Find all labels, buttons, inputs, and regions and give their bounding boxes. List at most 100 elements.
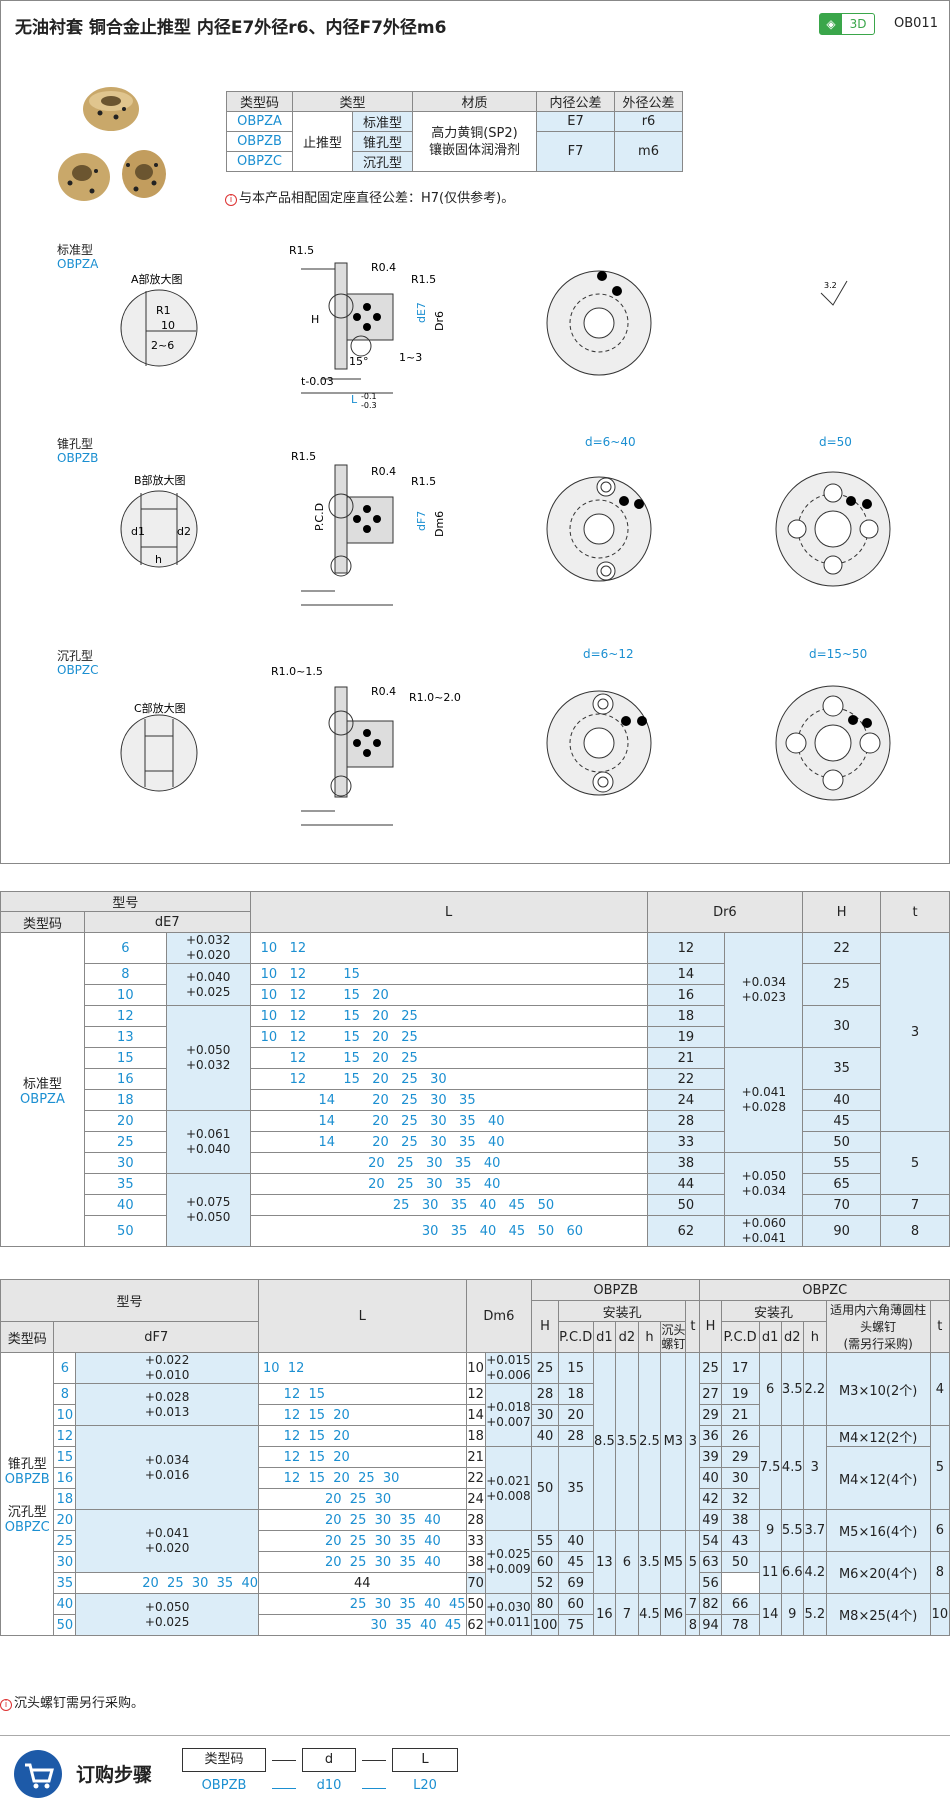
D-value: 28: [465, 1509, 486, 1531]
c-screw: M8×25(4个): [825, 1593, 931, 1636]
d-value: 25: [53, 1530, 77, 1552]
c-H: 39: [699, 1446, 722, 1468]
d-value: 20: [53, 1509, 77, 1531]
d-value: 35: [83, 1173, 167, 1195]
l-values: 20 25 30: [258, 1488, 467, 1510]
c-H: 42: [699, 1488, 722, 1510]
d-value: 12: [53, 1425, 77, 1447]
dim-label: H: [311, 313, 319, 326]
section-code[interactable]: OBPZC: [57, 663, 99, 677]
section-code[interactable]: OBPZB: [57, 451, 99, 465]
d-value: 25: [83, 1131, 167, 1153]
c-h: 5.2: [803, 1593, 827, 1636]
l-values: 10 12 15 20 25: [249, 1026, 648, 1048]
c-pcd: 21: [720, 1404, 760, 1426]
D-value: 14: [465, 1404, 486, 1426]
b-pcd: 35: [557, 1446, 594, 1531]
section-name: 锥孔型: [57, 437, 94, 451]
separator: [362, 1788, 386, 1789]
d-value: 20: [83, 1110, 167, 1132]
col-header: L: [258, 1279, 467, 1353]
c-pcd: 19: [720, 1383, 760, 1405]
note-text: 与本产品相配固定座直径公差：H7(仅供参考)。: [239, 191, 515, 206]
col-header: dE7: [83, 911, 251, 933]
type-code[interactable]: OBPZC: [226, 151, 293, 172]
c-d2: 6.6: [780, 1551, 805, 1594]
dim-label: P.C.D: [313, 503, 326, 531]
D-value: 62: [465, 1614, 486, 1636]
b-screw: M5: [660, 1530, 687, 1594]
order-field-l[interactable]: L: [392, 1748, 458, 1772]
D-tol: +0.060 +0.041: [724, 1215, 804, 1247]
col-header: H: [699, 1300, 722, 1353]
col-header: L: [249, 891, 648, 933]
D-value: 62: [646, 1215, 726, 1247]
d-tol: +0.022 +0.010: [75, 1352, 260, 1384]
col-header: d2: [615, 1321, 639, 1353]
cart-icon: [14, 1750, 62, 1798]
order-title: 订购步骤: [76, 1764, 153, 1786]
b-H: 100: [531, 1614, 559, 1636]
spec-header: 外径公差: [614, 91, 683, 112]
spec-header: 材质: [412, 91, 537, 112]
outer-tol: m6: [614, 131, 683, 172]
d-value: 6: [83, 932, 167, 964]
D-value: 38: [646, 1152, 726, 1174]
c-h: 3.7: [803, 1509, 827, 1552]
order-field-code[interactable]: 类型码: [182, 1748, 266, 1772]
c-h: 3: [803, 1425, 827, 1510]
l-values: 14 20 25 30 35 40: [249, 1110, 648, 1132]
dim-label: R1: [156, 304, 171, 317]
technical-drawings: A部放大图 R1 10 2~6 R1.5 R0.4 R1.5 H dE7 Dr6…: [120, 244, 891, 826]
c-screw: M6×20(4个): [825, 1551, 931, 1594]
dim-label: R1.0~2.0: [409, 691, 461, 704]
3d-badge[interactable]: ◈3D: [819, 13, 875, 35]
col-header: t: [685, 1300, 701, 1353]
type-code[interactable]: OBPZA: [226, 111, 293, 132]
c-pcd: 26: [720, 1425, 760, 1447]
l-values: 20 25 30 35 40: [258, 1509, 467, 1531]
col-header: Dm6: [465, 1279, 533, 1353]
c-H: 94: [699, 1614, 722, 1636]
view-label: d=50: [819, 435, 852, 449]
order-field-d[interactable]: d: [302, 1748, 356, 1772]
d-value: 16: [83, 1068, 167, 1090]
D-tol: +0.018 +0.007: [484, 1383, 533, 1447]
l-values: 14 20 25 30 35: [249, 1089, 648, 1111]
d-tol: +0.041 +0.020: [75, 1509, 260, 1573]
D-tol: +0.041 +0.028: [724, 1047, 804, 1153]
section-code[interactable]: OBPZA: [57, 257, 99, 271]
separator: [272, 1788, 296, 1789]
c-H: 69: [557, 1572, 594, 1594]
b-pcd: 52: [531, 1572, 559, 1594]
dim-label: Dm6: [433, 511, 446, 537]
b-H: 55: [531, 1530, 559, 1552]
b-d2: 3.5: [615, 1352, 639, 1531]
c-screw: M4×12(2个): [825, 1425, 931, 1447]
separator: [362, 1760, 386, 1761]
inner-tol: F7: [536, 131, 615, 172]
D-value: 50: [465, 1593, 486, 1615]
b-H: 80: [531, 1593, 559, 1615]
D-value: 28: [646, 1110, 726, 1132]
c-pcd: 32: [720, 1488, 760, 1510]
D-value: 33: [646, 1131, 726, 1153]
b-screw: M3: [660, 1352, 687, 1531]
page-title: 无油衬套 铜合金止推型 内径E7外径r6、内径F7外径m6: [15, 18, 447, 38]
dim-label: Dr6: [433, 311, 446, 331]
detail-b-label: B部放大图: [134, 473, 186, 487]
dim-label: t-0.03: [301, 375, 334, 388]
H-value: 45: [802, 1110, 882, 1132]
t-value: 8: [880, 1215, 950, 1247]
b-pcd: 75: [557, 1614, 594, 1636]
